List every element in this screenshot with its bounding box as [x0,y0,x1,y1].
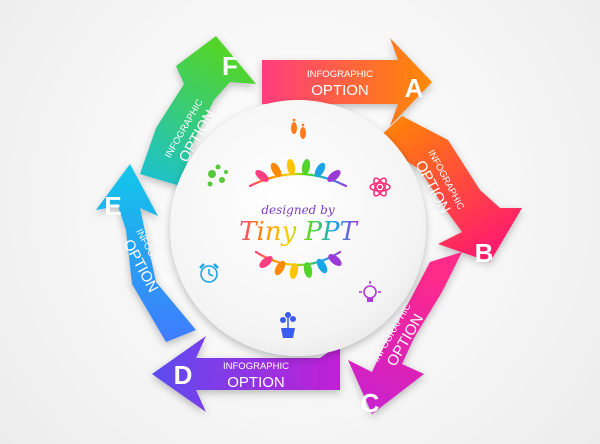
atom-icon [369,177,391,197]
segment-b-arrow [376,116,522,262]
logo: designed by Tiny PPT [239,159,359,279]
segment-a-letter: A [405,73,424,103]
segment-f-arrow [140,36,256,186]
segment-d-line1: INFOGRAPHIC [223,361,289,372]
segment-a-line2: OPTION [311,82,369,99]
segment-c-arrow [348,252,462,414]
alarm-clock-icon [199,263,219,283]
segment-c-letter: C [361,388,380,418]
footprints-icon [291,118,306,139]
potted-plant-icon [280,312,296,338]
segment-a-line1: INFOGRAPHIC [307,69,373,80]
segment-b-letter: B [475,238,494,268]
segment-f-letter: F [222,51,238,81]
segment-d-arrow [152,336,340,412]
segment-d-letter: D [174,360,193,390]
segment-a: INFOGRAPHIC OPTION A [307,69,424,103]
molecule-icon [207,164,228,187]
logo-tagline: designed by [261,203,334,217]
segment-e-arrow [96,164,196,342]
lightbulb-icon [359,281,381,302]
logo-brand: Tiny PPT [239,217,358,247]
segment-e-letter: E [104,191,121,221]
laurel-bottom-icon [254,250,342,279]
laurel-top-icon [248,159,348,188]
segment-d: INFOGRAPHIC OPTION D [174,360,290,391]
segment-d-line2: OPTION [227,374,285,391]
